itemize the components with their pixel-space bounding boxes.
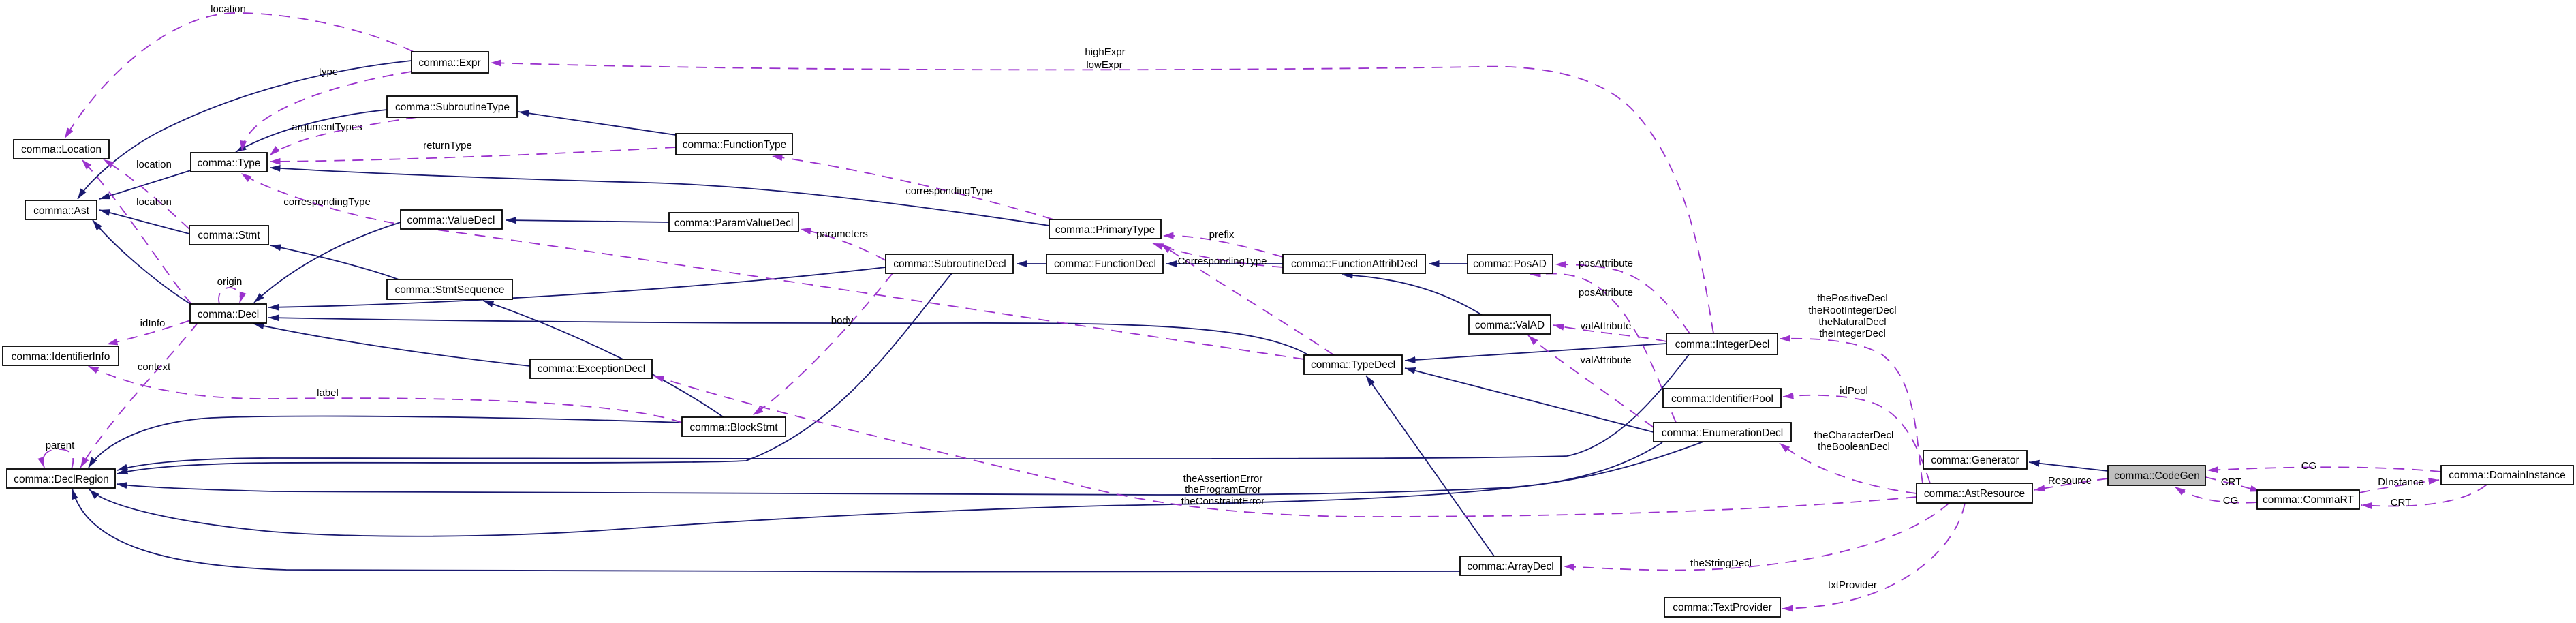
- svg-text:comma::TextProvider: comma::TextProvider: [1673, 602, 1772, 613]
- svg-text:CG: CG: [2301, 460, 2317, 472]
- svg-text:parent: parent: [46, 440, 75, 451]
- svg-text:comma::Location: comma::Location: [21, 144, 102, 155]
- svg-text:theRootIntegerDecl: theRootIntegerDecl: [1808, 305, 1896, 316]
- svg-text:txtProvider: txtProvider: [1828, 579, 1877, 591]
- svg-text:lowExpr: lowExpr: [1086, 59, 1122, 71]
- svg-text:DInstance: DInstance: [2378, 476, 2424, 488]
- svg-text:origin: origin: [217, 276, 243, 288]
- svg-text:body: body: [831, 315, 854, 326]
- svg-text:theIntegerDecl: theIntegerDecl: [1819, 328, 1886, 339]
- svg-text:comma::Expr: comma::Expr: [418, 57, 480, 69]
- svg-text:valAttribute: valAttribute: [1580, 320, 1631, 332]
- svg-text:comma::FunctionAttribDecl: comma::FunctionAttribDecl: [1291, 258, 1418, 270]
- svg-text:comma::Type: comma::Type: [197, 157, 260, 169]
- svg-text:correspondingType: correspondingType: [283, 196, 371, 208]
- svg-text:comma::EnumerationDecl: comma::EnumerationDecl: [1662, 427, 1783, 439]
- svg-text:theAssertionError: theAssertionError: [1183, 473, 1263, 485]
- svg-text:comma::IdentifierInfo: comma::IdentifierInfo: [12, 351, 110, 363]
- svg-text:highExpr: highExpr: [1085, 46, 1125, 58]
- svg-text:idInfo: idInfo: [140, 318, 166, 329]
- svg-text:comma::PosAD: comma::PosAD: [1473, 258, 1547, 270]
- svg-text:label: label: [317, 387, 339, 399]
- svg-text:comma::ParamValueDecl: comma::ParamValueDecl: [674, 217, 794, 229]
- svg-text:returnType: returnType: [423, 140, 472, 151]
- svg-text:comma::AstResource: comma::AstResource: [1924, 488, 2025, 500]
- svg-text:thePositiveDecl: thePositiveDecl: [1817, 292, 1887, 304]
- svg-text:comma::ValAD: comma::ValAD: [1475, 320, 1545, 331]
- svg-text:comma::Stmt: comma::Stmt: [198, 230, 260, 241]
- svg-text:comma::ExceptionDecl: comma::ExceptionDecl: [538, 363, 646, 375]
- svg-text:correspondingType: correspondingType: [905, 185, 993, 197]
- svg-text:comma::CodeGen: comma::CodeGen: [2114, 470, 2200, 482]
- svg-text:comma::Ast: comma::Ast: [33, 205, 90, 217]
- svg-text:comma::PrimaryType: comma::PrimaryType: [1055, 224, 1155, 236]
- svg-text:theProgramError: theProgramError: [1185, 484, 1261, 496]
- svg-text:posAttribute: posAttribute: [1579, 258, 1633, 269]
- svg-text:comma::BlockStmt: comma::BlockStmt: [689, 422, 778, 434]
- svg-text:theConstraintError: theConstraintError: [1181, 496, 1265, 507]
- svg-text:location: location: [211, 3, 246, 15]
- svg-text:parameters: parameters: [816, 228, 868, 240]
- svg-text:comma::FunctionDecl: comma::FunctionDecl: [1054, 258, 1156, 270]
- svg-text:location: location: [136, 196, 172, 208]
- svg-text:comma::CommaRT: comma::CommaRT: [2263, 494, 2355, 506]
- svg-text:CorrespondingType: CorrespondingType: [1178, 256, 1267, 267]
- svg-text:context: context: [138, 361, 171, 373]
- svg-text:comma::SubroutineType: comma::SubroutineType: [395, 102, 510, 113]
- svg-text:theNaturalDecl: theNaturalDecl: [1818, 316, 1886, 328]
- svg-text:CRT: CRT: [2221, 476, 2242, 488]
- svg-text:comma::FunctionType: comma::FunctionType: [683, 139, 786, 151]
- svg-text:comma::TypeDecl: comma::TypeDecl: [1311, 359, 1395, 371]
- svg-text:idPool: idPool: [1840, 385, 1868, 397]
- svg-text:argumentTypes: argumentTypes: [292, 121, 362, 133]
- svg-text:theStringDecl: theStringDecl: [1690, 558, 1752, 569]
- svg-text:location: location: [136, 159, 172, 170]
- svg-text:comma::IdentifierPool: comma::IdentifierPool: [1671, 393, 1773, 405]
- svg-text:valAttribute: valAttribute: [1580, 354, 1631, 366]
- svg-text:comma::SubroutineDecl: comma::SubroutineDecl: [893, 258, 1006, 270]
- svg-text:posAttribute: posAttribute: [1579, 287, 1633, 299]
- svg-text:type: type: [319, 66, 338, 78]
- svg-text:CRT: CRT: [2391, 497, 2412, 508]
- svg-text:prefix: prefix: [1209, 229, 1235, 241]
- svg-text:CG: CG: [2223, 495, 2239, 506]
- svg-text:Resource: Resource: [2048, 475, 2092, 487]
- svg-text:comma::DeclRegion: comma::DeclRegion: [14, 474, 109, 485]
- svg-text:comma::IntegerDecl: comma::IntegerDecl: [1675, 339, 1770, 350]
- svg-text:comma::Decl: comma::Decl: [198, 309, 259, 320]
- svg-text:comma::ArrayDecl: comma::ArrayDecl: [1467, 561, 1553, 573]
- svg-text:comma::StmtSequence: comma::StmtSequence: [394, 284, 504, 296]
- svg-text:theCharacterDecl: theCharacterDecl: [1814, 429, 1894, 441]
- svg-text:comma::Generator: comma::Generator: [1931, 455, 2019, 466]
- svg-text:comma::ValueDecl: comma::ValueDecl: [407, 215, 495, 226]
- svg-text:comma::DomainInstance: comma::DomainInstance: [2449, 470, 2565, 481]
- svg-text:theBooleanDecl: theBooleanDecl: [1818, 441, 1890, 453]
